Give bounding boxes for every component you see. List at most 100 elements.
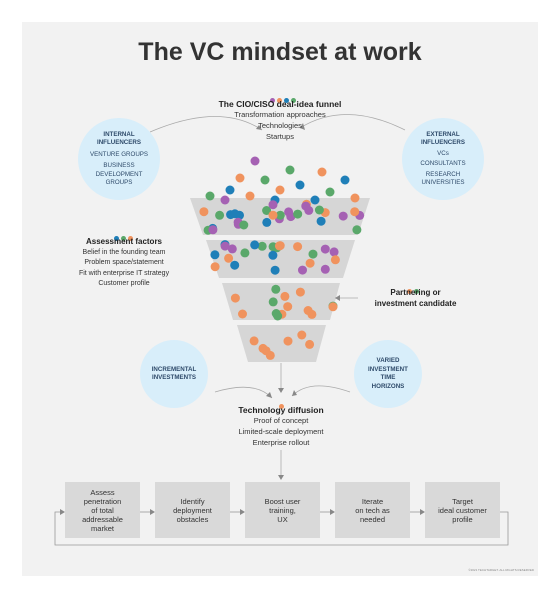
step-target-profile: Target ideal customer profile [425,482,500,538]
circle-text: INFLUENCERS [420,139,465,146]
assessment-item: Belief in the founding team [82,248,166,256]
assessment-item: Fit with enterprise IT strategy [78,269,170,277]
funnel-dot [316,216,326,226]
assessment-item: Problem space/statement [84,259,164,266]
circle-text: EXTERNAL [426,130,460,138]
funnel-dot [208,225,218,235]
step-text: Assess [90,487,115,497]
step-text: needed [359,514,385,524]
arrow-varied [291,385,351,397]
step-text: Iterate [361,496,384,506]
funnel-dot [268,210,278,220]
funnel-dot [230,260,240,270]
funnel-dot [224,253,234,263]
loop-connector [54,511,509,546]
funnel-dot [227,244,237,254]
step-text: training, [269,505,296,515]
circle-text: DEVELOPMENT [95,170,143,178]
funnel-dot [270,265,280,275]
funnel-dot [262,206,272,215]
funnel-dot [320,244,330,254]
step-assess-penetration: Assess penetration of total addressable … [65,482,140,538]
diffusion-item: Enterprise rollout [252,438,310,447]
funnel-dot [262,217,272,227]
funnel-dot [250,156,260,166]
arrow-incremental [214,386,273,399]
funnel-dot [298,265,307,275]
funnel-dot [268,250,278,260]
assessment-block: Assessment factors Belief in the foundin… [70,237,178,290]
funnel-dot [301,201,311,211]
funnel-item: Startups [266,132,294,141]
funnel-dot [220,195,230,205]
funnel-dot [268,200,278,210]
diffusion-block: Technology diffusion Proof of concept Li… [190,405,372,448]
assessment-color-dots [114,228,135,246]
step-text: Identify [180,496,205,506]
funnel-dot [220,241,230,251]
funnel-item: Technologies [258,121,302,130]
step-boost-training: Boost user training, UX [245,482,320,538]
funnel-dot [350,193,360,203]
diffusion-item: Proof of concept [253,416,309,425]
funnel-dot [280,291,290,301]
funnel-dot [271,309,281,318]
funnel-dot [285,165,295,175]
step-identify-obstacles: Identify deployment obstacles [155,482,230,538]
funnel-dot [199,207,209,217]
circle-text: HORIZONS [371,382,405,390]
funnel-dot [265,350,275,360]
funnel-dot [305,339,315,349]
funnel-dot [260,175,270,185]
varied-time-horizons-circle: VARIED INVESTMENT TIME HORIZONS [354,340,422,408]
step-text: on tech as [355,505,390,515]
circle-text: INTERNAL [103,130,135,138]
funnel-dot [245,191,255,201]
funnel-dot [297,330,307,340]
step-text: addressable [82,514,123,524]
partnering-block: Partnering or investment candidate [368,288,463,309]
funnel-dot [283,336,293,346]
funnel-dot [210,262,220,272]
step-text: Boost user [264,496,301,506]
arrow-internal [149,116,263,133]
step-text: UX [277,514,288,524]
circle-text: VENTURE GROUPS [89,150,149,158]
diffusion-item: Limited-scale deployment [238,427,324,436]
funnel-dot [305,258,315,268]
partnering-text: Partnering or [390,288,441,297]
step-text: Target [452,496,473,506]
funnel-dot [352,225,362,235]
funnel-header: The CIO/CISO deal-idea funnel [218,99,342,109]
funnel-dot [250,240,260,250]
funnel-dot [310,195,320,205]
incremental-investments-circle: INCREMENTAL INVESTMENTS [140,340,208,408]
funnel-dot [275,185,285,195]
funnel-dot [284,207,294,217]
step-text: obstacles [176,514,209,524]
step-text: deployment [173,505,212,515]
funnel-dot [274,241,284,251]
circle-text: TIME [380,374,396,381]
internal-influencers-circle: INTERNAL INFLUENCERS VENTURE GROUPS BUSI… [78,118,160,200]
funnel-dot [340,175,350,185]
funnel-dot [215,210,225,220]
funnel-dot [210,250,220,260]
funnel-dot [317,167,327,177]
funnel-dot [225,185,235,195]
funnel-dot [303,306,313,315]
funnel-dot [283,302,293,312]
funnel-color-dots [270,90,298,108]
copyright-note: ©2021 TECHTARGET. ALL RIGHTS RESERVED [468,568,534,572]
funnel-item: Transformation approaches [234,110,326,119]
circle-text: INVESTMENTS [151,374,196,381]
funnel-dot [257,241,267,251]
funnel-dot [268,297,278,307]
funnel-dot [238,309,247,319]
step-iterate: Iterate on tech as needed [335,482,410,538]
funnel-header-block: The CIO/CISO deal-idea funnel Transforma… [180,99,380,142]
funnel-dot [271,284,281,294]
circle-text: BUSINESS [103,162,135,169]
funnel-dot [320,264,330,274]
funnel-dot [295,180,305,190]
